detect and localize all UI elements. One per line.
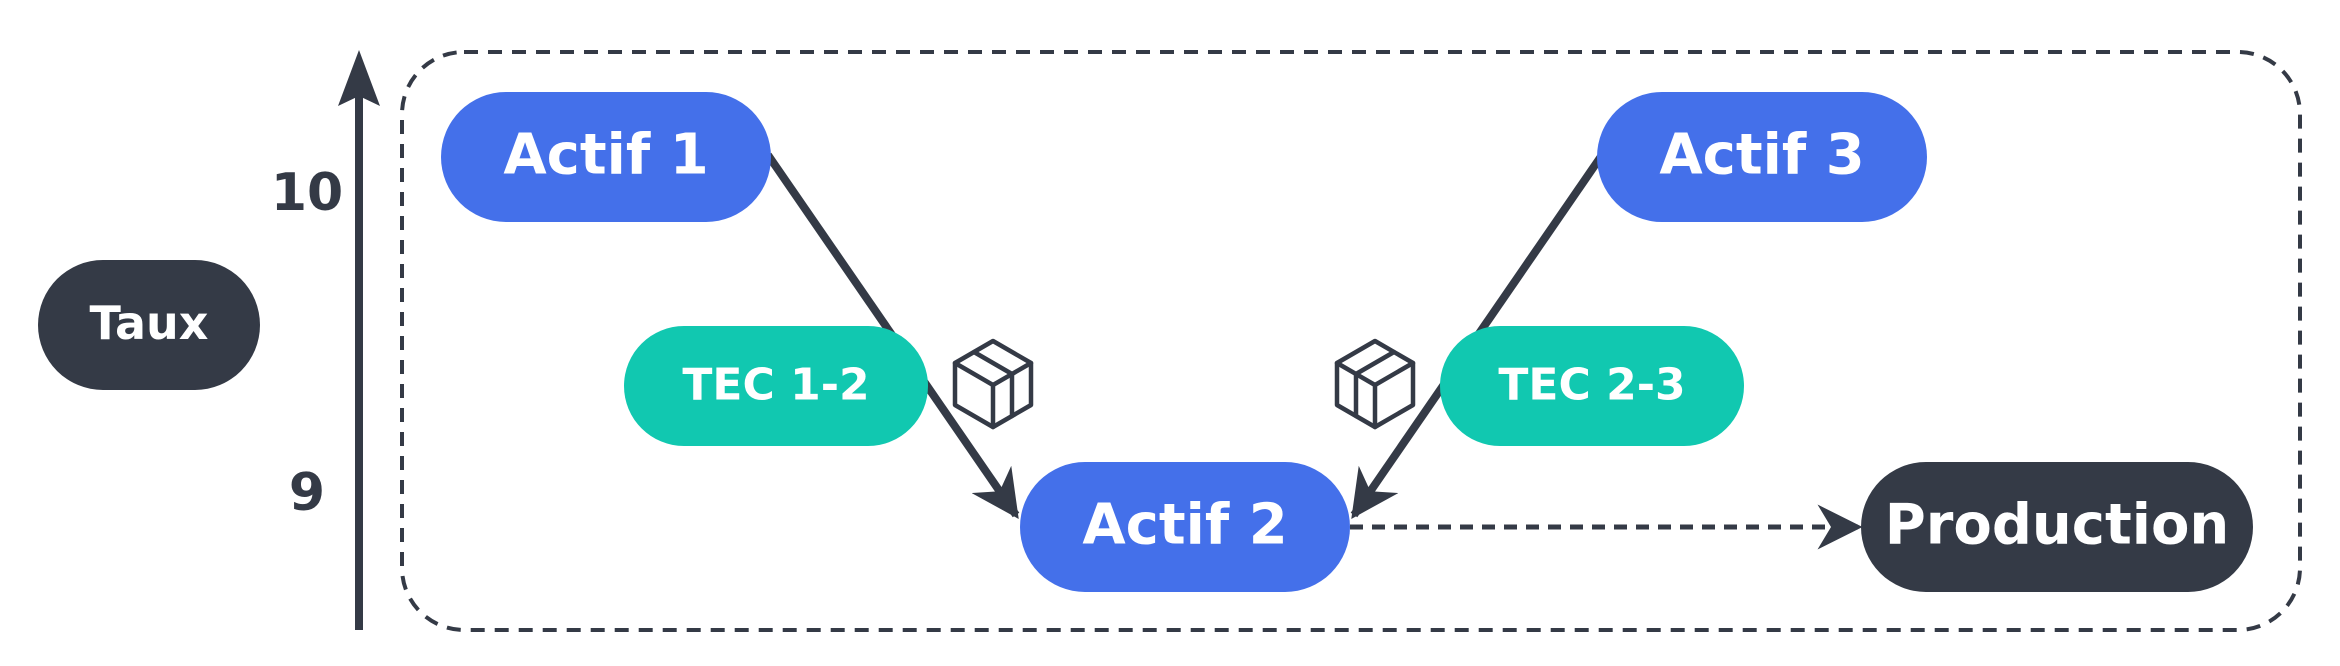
node-tec-2-3[interactable]: TEC 2-3 (1440, 326, 1744, 446)
node-tec-1-2[interactable]: TEC 1-2 (624, 326, 928, 446)
node-taux-label: Taux (90, 296, 209, 350)
node-actif-3-label: Actif 3 (1659, 123, 1864, 188)
node-actif-1[interactable]: Actif 1 (441, 92, 771, 222)
node-actif-2[interactable]: Actif 2 (1020, 462, 1350, 592)
axis-arrow-icon (338, 50, 380, 106)
node-taux[interactable]: Taux (38, 260, 260, 390)
axis-tick-low: 9 (289, 463, 325, 523)
package-icon (952, 338, 1034, 430)
rate-axis: 10 9 (271, 50, 380, 630)
node-tec-1-2-label: TEC 1-2 (682, 360, 869, 411)
package-icon-2 (1334, 338, 1416, 430)
node-actif-3[interactable]: Actif 3 (1597, 92, 1927, 222)
node-actif-2-label: Actif 2 (1082, 493, 1287, 558)
node-production-label: Production (1885, 493, 2230, 558)
group-frame (400, 50, 2302, 632)
node-actif-1-label: Actif 1 (503, 123, 708, 188)
node-tec-2-3-label: TEC 2-3 (1498, 360, 1685, 411)
node-production[interactable]: Production (1861, 462, 2253, 592)
axis-tick-high: 10 (271, 163, 343, 223)
